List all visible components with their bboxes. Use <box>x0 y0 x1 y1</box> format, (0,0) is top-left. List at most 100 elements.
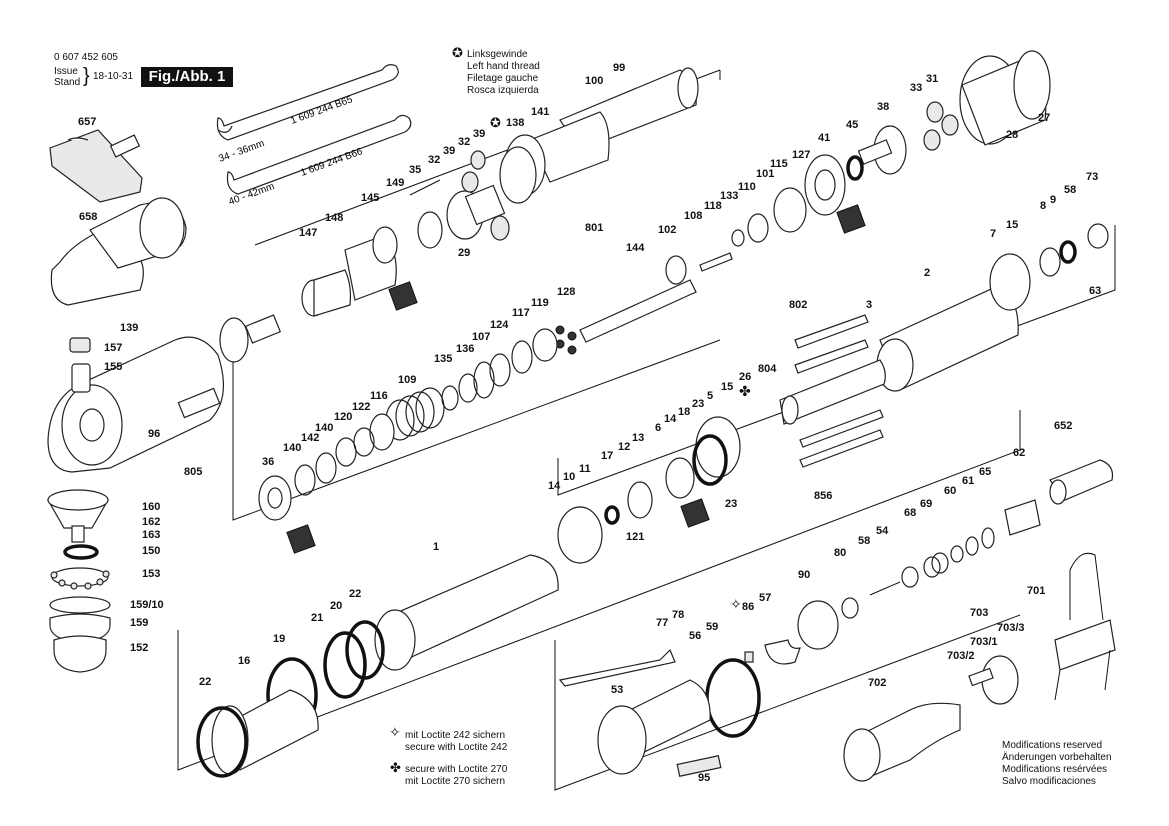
label-11: 11 <box>579 463 591 475</box>
label-45: 45 <box>846 119 859 131</box>
label-95: 95 <box>698 772 711 784</box>
label-119: 119 <box>531 297 549 309</box>
label-2: 2 <box>924 267 931 279</box>
label-117: 117 <box>512 307 530 319</box>
label-157: 157 <box>104 342 123 354</box>
label-101: 101 <box>756 168 775 180</box>
label-27: 27 <box>1038 112 1051 124</box>
label-138: 138 <box>506 117 525 129</box>
end-plate-6 <box>692 416 741 486</box>
washer-90 <box>797 600 839 650</box>
ring-59 <box>705 658 761 738</box>
ring-gear-28 <box>959 50 1051 146</box>
label-80: 80 <box>834 547 847 559</box>
label-39a: 39 <box>443 145 456 157</box>
spring-69 <box>923 552 949 578</box>
label-856: 856 <box>814 490 833 502</box>
wrench-b65-size: 34 - 36mm <box>217 138 266 165</box>
label-703-3: 703/3 <box>997 622 1025 634</box>
bevel-gear-160 <box>46 489 110 543</box>
ring-159 <box>49 613 111 643</box>
circlip-140 <box>315 452 337 484</box>
housing-1 <box>374 554 559 671</box>
label-17: 17 <box>601 450 614 462</box>
issue-date: 18-10-31 <box>93 71 134 82</box>
label-29: 29 <box>458 247 471 259</box>
label-33: 33 <box>910 82 923 94</box>
label-703: 703 <box>970 607 989 619</box>
label-16: 16 <box>238 655 251 667</box>
end-plate-7 <box>989 253 1031 311</box>
legend-left-thread-es: Rosca izquierda <box>467 85 539 96</box>
valve-68 <box>901 566 919 588</box>
left-thread-marker: ✪ <box>490 115 501 130</box>
label-32a: 32 <box>428 154 441 166</box>
gear-assembly-29 <box>446 150 510 241</box>
label-63: 63 <box>1089 285 1102 297</box>
label-658: 658 <box>79 211 98 223</box>
label-142: 142 <box>301 432 320 444</box>
ring-45 <box>846 155 864 181</box>
label-78: 78 <box>672 609 685 621</box>
label-116: 116 <box>370 390 388 402</box>
label-62: 62 <box>1013 447 1026 459</box>
label-39b: 39 <box>473 128 486 140</box>
label-14b: 14 <box>548 480 561 492</box>
sleeve-116 <box>369 413 395 451</box>
label-6: 6 <box>655 422 662 434</box>
label-86: 86 <box>742 601 755 613</box>
label-118: 118 <box>704 200 722 212</box>
label-41: 41 <box>818 132 831 144</box>
label-7: 7 <box>990 228 997 240</box>
label-108: 108 <box>684 210 703 222</box>
label-702: 702 <box>868 677 887 689</box>
label-109: 109 <box>398 374 417 386</box>
label-140b: 140 <box>283 442 302 454</box>
nut-152 <box>53 635 107 673</box>
label-139: 139 <box>120 322 139 334</box>
label-124: 124 <box>490 319 509 331</box>
label-102: 102 <box>658 224 677 236</box>
legend-left-thread-fr: Filetage gauche <box>467 73 539 84</box>
label-23b: 23 <box>725 498 738 510</box>
label-77: 77 <box>656 617 669 629</box>
drive-shaft-102 <box>579 252 733 343</box>
label-3: 3 <box>866 299 873 311</box>
t-handle-657 <box>49 129 143 203</box>
circlip-142 <box>294 464 316 496</box>
label-136: 136 <box>456 343 475 355</box>
label-96: 96 <box>148 428 161 440</box>
issue-label: Issue <box>54 66 78 77</box>
label-35: 35 <box>409 164 422 176</box>
label-657: 657 <box>78 116 97 128</box>
legend-loctite-242-de: mit Loctite 242 sichern <box>405 730 506 741</box>
adapter-702 <box>843 702 961 782</box>
label-65: 65 <box>979 466 992 478</box>
label-14a: 14 <box>664 413 677 425</box>
pin-35 <box>409 179 441 196</box>
label-32b: 32 <box>458 136 471 148</box>
ring-138 <box>499 146 537 204</box>
label-133: 133 <box>720 190 739 202</box>
label-162: 162 <box>142 516 161 528</box>
label-159: 159 <box>130 617 149 629</box>
sleeve-157 <box>69 337 91 393</box>
nut-62 <box>1004 499 1041 536</box>
label-38: 38 <box>877 101 890 113</box>
label-141: 141 <box>531 106 550 118</box>
ring-61 <box>965 536 979 556</box>
stand-label: Stand <box>54 77 81 88</box>
label-802: 802 <box>789 299 808 311</box>
loctite-270-icon: ✤ <box>390 760 401 775</box>
legend-loctite-270-en: secure with Loctite 270 <box>405 764 508 775</box>
label-703-1: 703/1 <box>970 636 998 648</box>
label-73: 73 <box>1086 171 1099 183</box>
angle-head-139 <box>47 336 224 473</box>
label-703-2: 703/2 <box>947 650 975 662</box>
spanner-wrench-b65 <box>216 64 399 141</box>
nut-11 <box>557 506 603 564</box>
bushing-12 <box>627 481 653 519</box>
loctite-badge-3 <box>286 524 316 554</box>
label-59: 59 <box>706 621 719 633</box>
